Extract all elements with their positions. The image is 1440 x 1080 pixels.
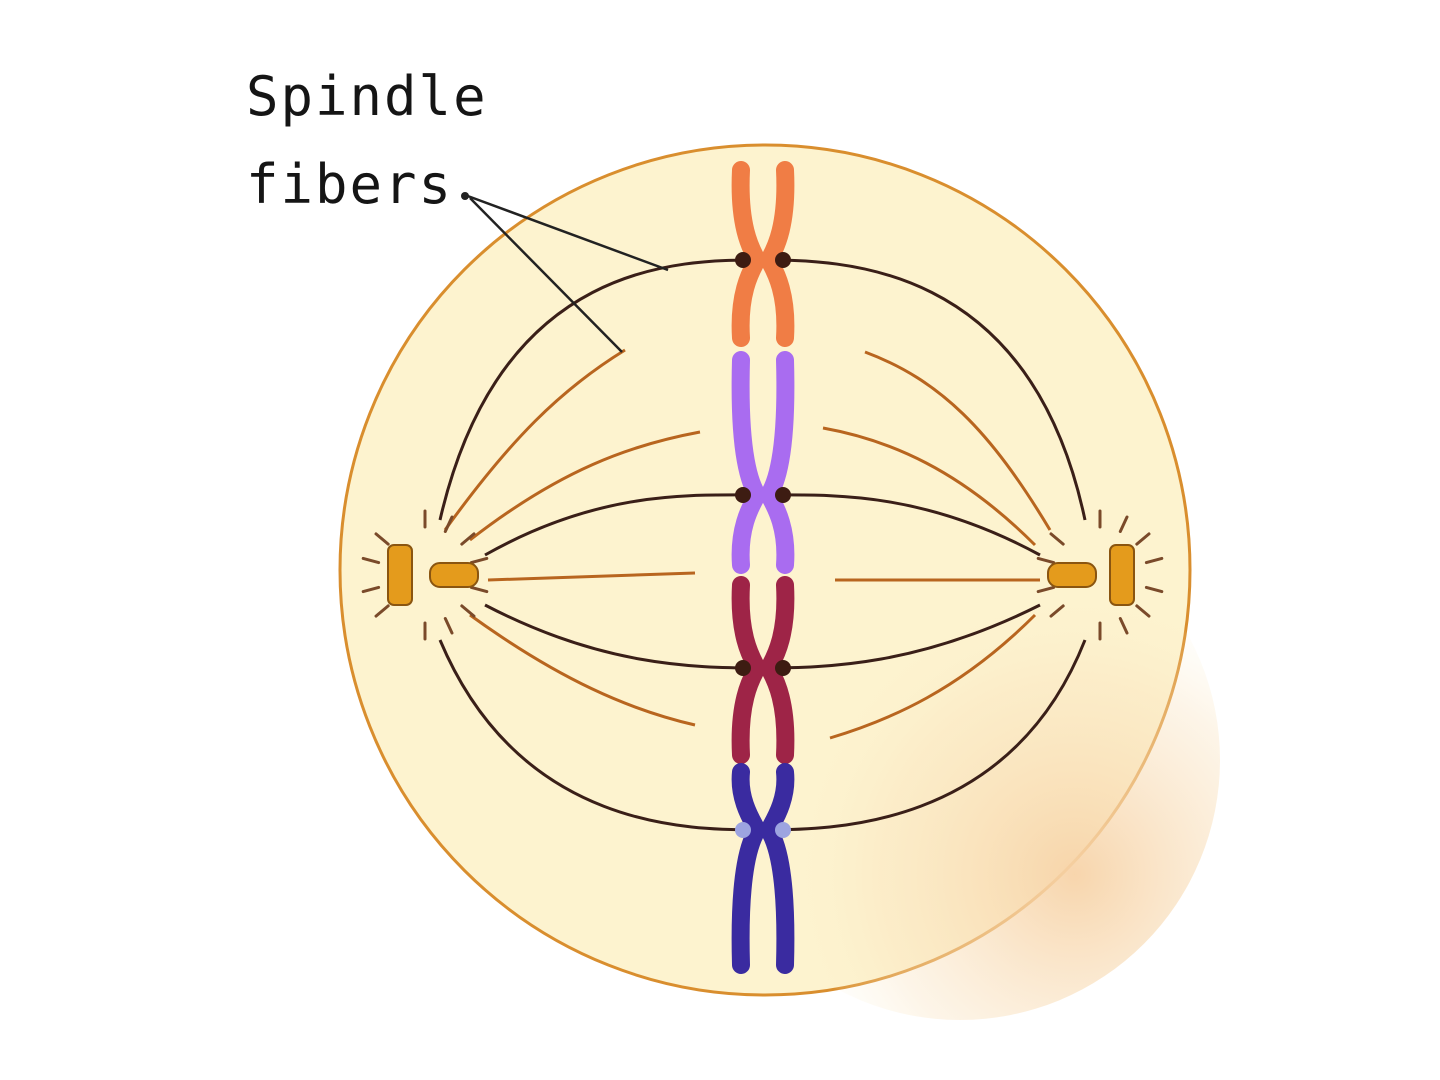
chromosome-3	[731, 576, 795, 764]
kinetochore-right	[775, 822, 791, 838]
chromatid-right	[758, 763, 795, 974]
chromatid-right	[758, 161, 795, 347]
kinetochore-right	[775, 660, 791, 676]
right-aster-ray-2	[1118, 515, 1129, 533]
right-centriole-horizontal	[1047, 562, 1097, 588]
polar-fiber-2	[469, 430, 701, 542]
chromatid-right	[758, 351, 795, 574]
left-aster-ray-10	[361, 585, 381, 594]
chromatid-left	[731, 576, 768, 764]
chromosome-4	[731, 763, 795, 974]
polar-fiber-8	[829, 613, 1037, 740]
right-aster-ray-9	[1049, 604, 1065, 618]
pointer-line-1	[464, 193, 669, 272]
kinetochore-left	[735, 252, 751, 268]
chromatid-left	[731, 351, 768, 574]
pointer-line-2	[469, 197, 623, 353]
left-centriole-horizontal	[429, 562, 479, 588]
label-spindle: Spindle	[246, 65, 488, 128]
right-aster-ray-11	[1036, 556, 1056, 565]
chromatid-right	[758, 576, 795, 764]
chromosome-1	[731, 161, 795, 347]
polar-fiber-4	[469, 613, 696, 727]
left-aster-ray-6	[460, 604, 476, 618]
chromosomes	[731, 161, 795, 974]
right-aster-ray-10	[1036, 585, 1056, 594]
asters	[361, 509, 1164, 641]
right-aster-ray-12	[1049, 532, 1065, 546]
cell	[338, 143, 1220, 1020]
left-aster-ray-2	[443, 515, 454, 533]
label-fibers: fibers	[246, 153, 454, 216]
centrioles	[387, 544, 1135, 606]
right-aster-ray-6	[1135, 604, 1151, 618]
left-aster-ray-11	[361, 556, 381, 565]
pointer-origin-dot	[461, 192, 469, 200]
spindle-fibers-light	[443, 348, 1052, 740]
cell-shading	[700, 500, 1220, 1020]
kinetochore-left	[735, 487, 751, 503]
kinetochore-right	[775, 252, 791, 268]
right-centriole-vertical	[1109, 544, 1135, 606]
left-aster-ray-7	[443, 617, 454, 635]
left-aster-ray-3	[460, 532, 476, 546]
left-centriole-vertical	[387, 544, 413, 606]
chromatid-left	[731, 161, 768, 347]
right-aster-ray-4	[1144, 556, 1164, 565]
polar-fiber-1	[443, 348, 626, 531]
left-aster-ray-12	[374, 532, 390, 546]
left-aster-ray-5	[469, 585, 489, 594]
polar-fiber-6	[822, 426, 1037, 547]
chromatid-left	[731, 763, 768, 974]
kinetochore-right	[775, 487, 791, 503]
polar-fiber-3	[487, 571, 696, 582]
right-aster-ray-3	[1135, 532, 1151, 546]
kinetochore-left	[735, 660, 751, 676]
polar-fiber-5	[864, 350, 1052, 531]
right-aster-ray-7	[1118, 617, 1129, 635]
chromosome-2	[731, 351, 795, 574]
kinetochore-left	[735, 822, 751, 838]
label-pointer-lines	[461, 192, 669, 353]
left-aster-ray-4	[469, 556, 489, 565]
left-aster-ray-9	[374, 604, 390, 618]
right-aster-ray-5	[1144, 585, 1164, 594]
